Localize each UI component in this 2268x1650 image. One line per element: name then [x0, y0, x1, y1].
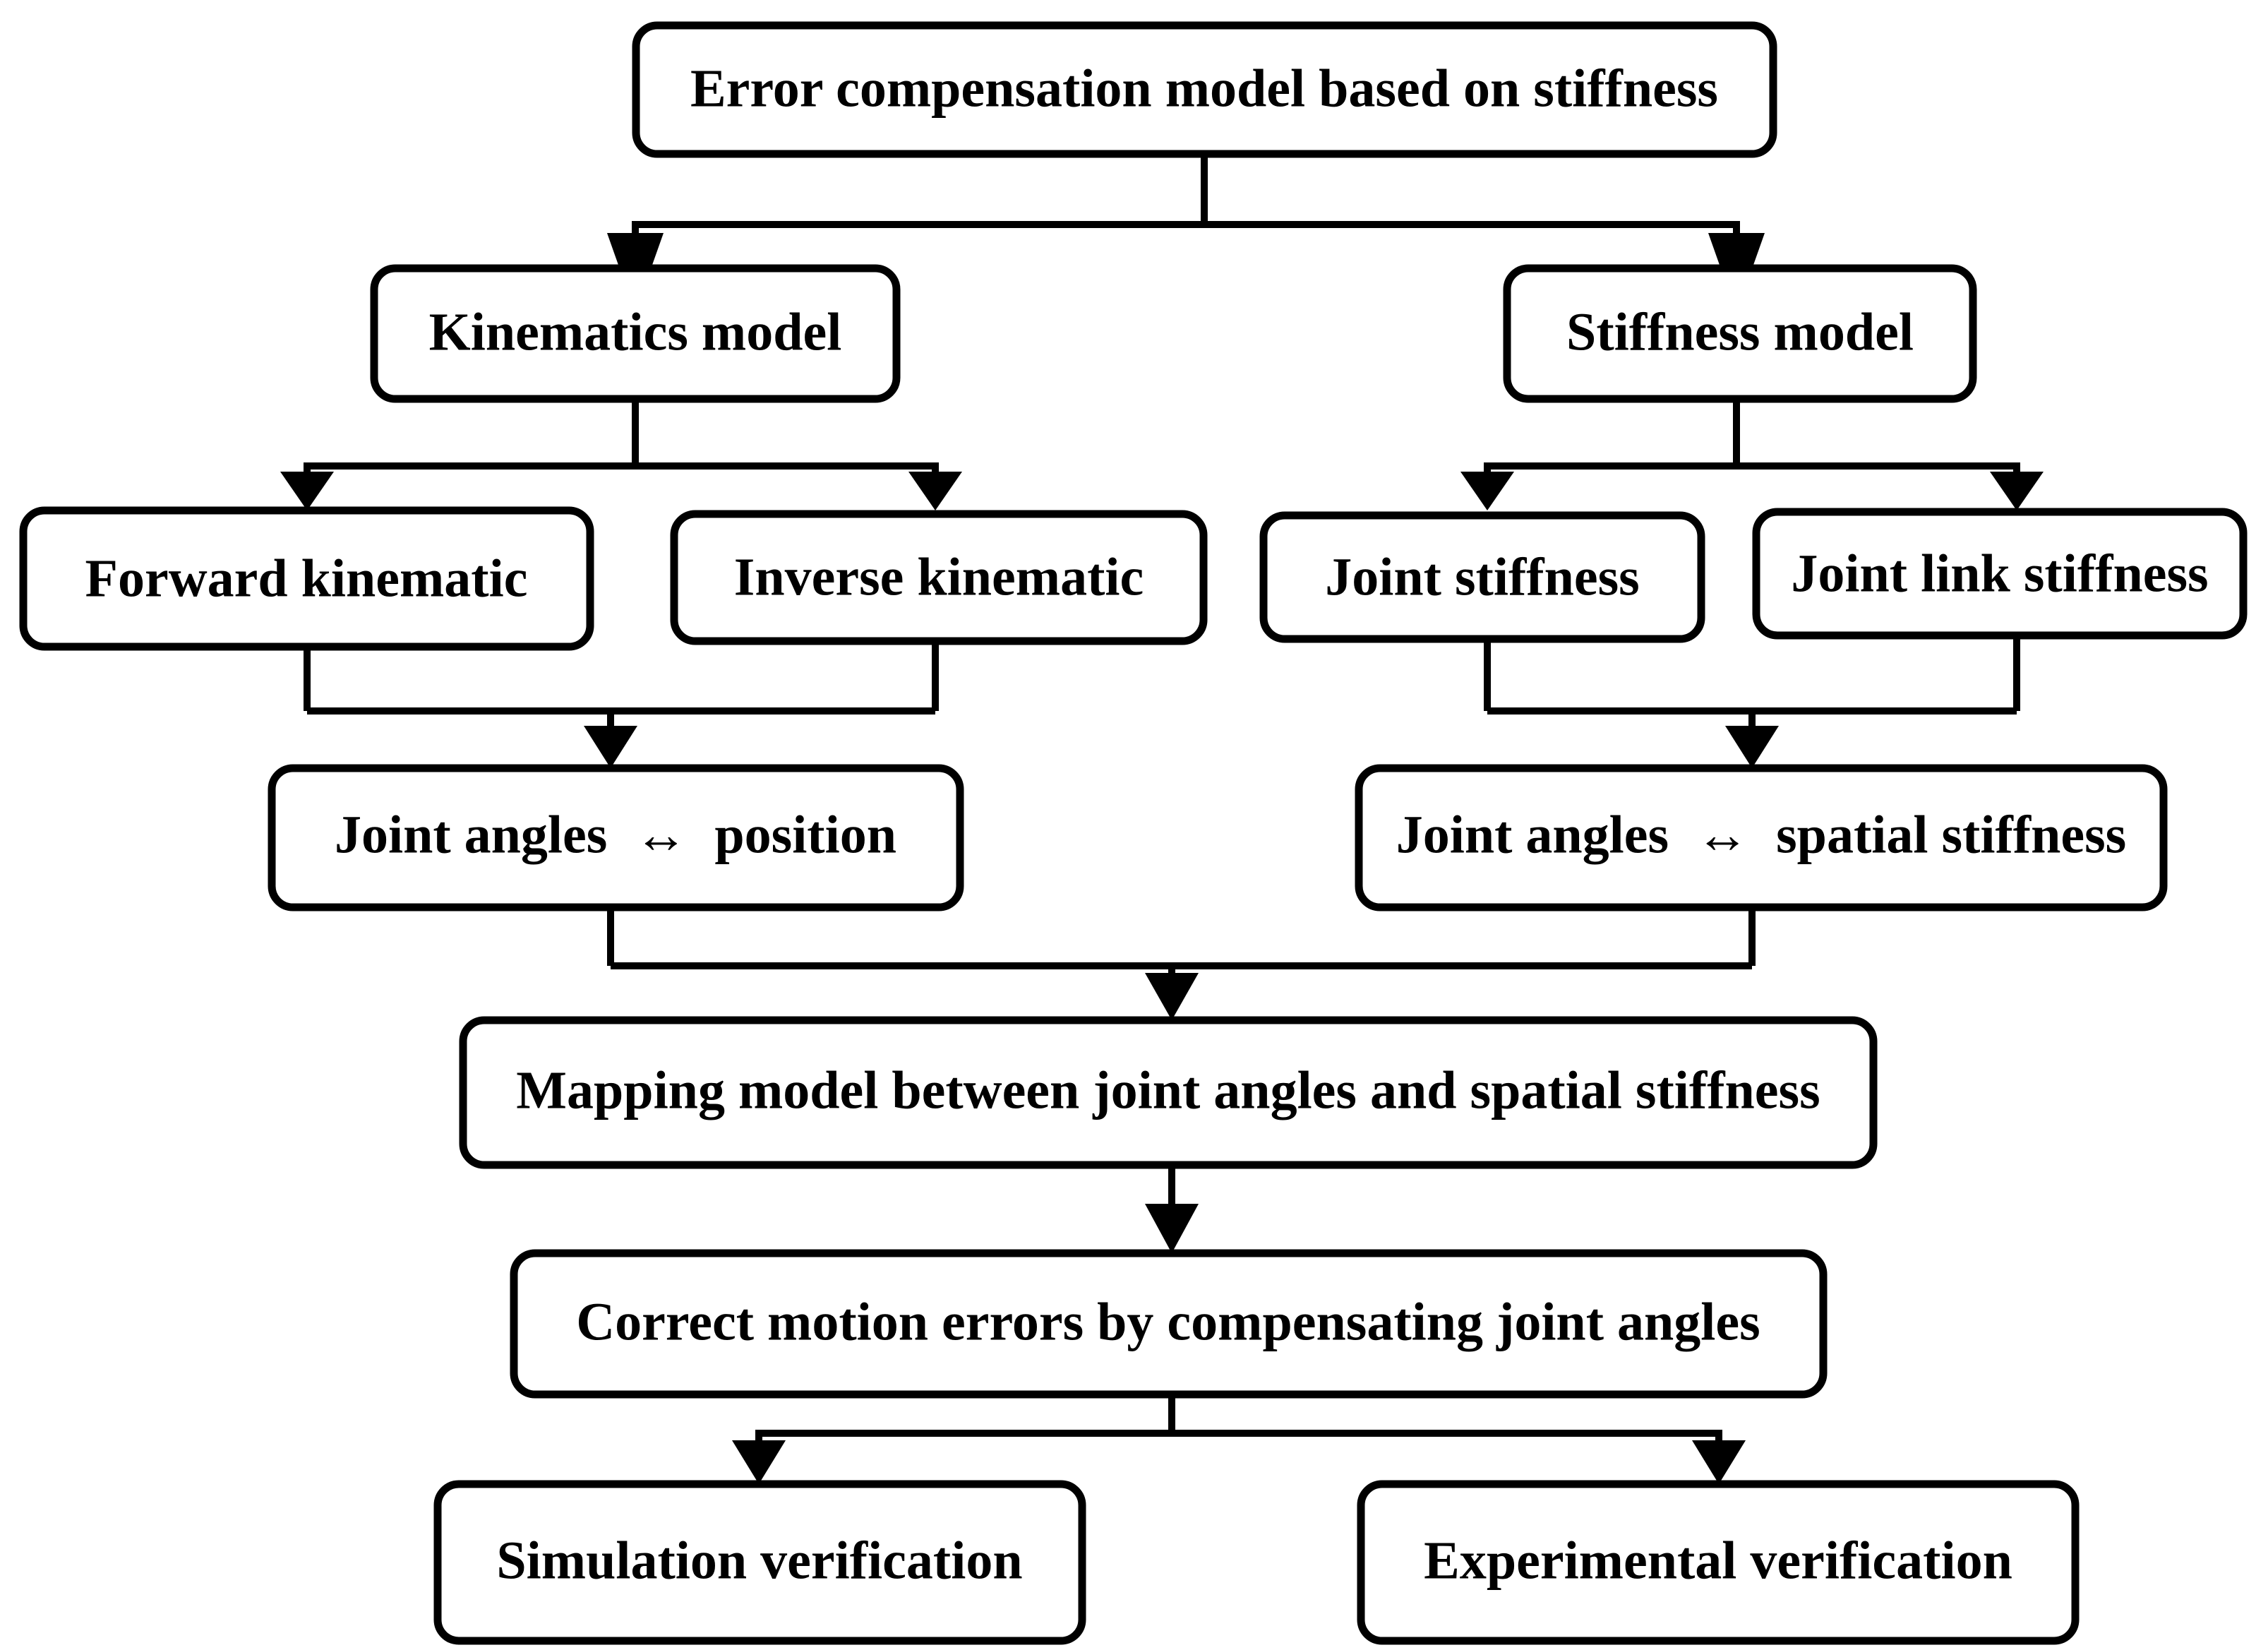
arrowhead-to-simulation-verification	[732, 1440, 786, 1484]
node-label-joint-link-stiffness: Joint link stiffness	[1791, 544, 2208, 603]
node-label-stiffness-model: Stiffness model	[1566, 302, 1914, 361]
node-simulation-verification[interactable]: Simulation verification	[433, 1480, 1086, 1645]
node-box-simulation-verification[interactable]	[433, 1480, 1086, 1645]
node-label-joint-angles-spatial-stiffness: Joint angles ↔ spatial stiffness	[1396, 805, 2127, 864]
node-box-experimental-verification[interactable]	[1357, 1480, 2080, 1645]
node-joint-angles-spatial-stiffness[interactable]: Joint angles ↔ spatial stiffness	[1355, 764, 2168, 911]
arrowhead-to-forward-kinematic	[280, 472, 334, 510]
node-kinematics-model[interactable]: Kinematics model	[370, 264, 901, 403]
arrowhead-to-joint-angles-spatial	[1725, 726, 1779, 768]
arrowhead-to-experimental-verification	[1692, 1440, 1746, 1484]
arrowhead-to-joint-stiffness	[1460, 472, 1514, 510]
node-box-joint-angles-position[interactable]	[268, 764, 964, 911]
node-label-joint-stiffness: Joint stiffness	[1325, 547, 1639, 606]
node-box-kinematics-model[interactable]	[370, 264, 901, 403]
node-joint-stiffness[interactable]: Joint stiffness	[1259, 511, 1705, 643]
node-box-stiffness-model[interactable]	[1503, 264, 1977, 403]
node-stiffness-model[interactable]: Stiffness model	[1503, 264, 1977, 403]
node-correct-motion-errors[interactable]: Correct motion errors by compensating jo…	[510, 1249, 1828, 1399]
node-box-correct-motion-errors[interactable]	[510, 1249, 1828, 1399]
node-label-experimental-verification: Experimental verification	[1424, 1531, 2012, 1590]
arrowhead-to-inverse-kinematic	[908, 472, 962, 510]
node-inverse-kinematic[interactable]: Inverse kinematic	[670, 510, 1208, 645]
arrowhead-to-mapping-model	[1145, 973, 1199, 1020]
arrowhead-to-joint-angles-position	[584, 726, 637, 768]
arrowhead-to-joint-link-stiffness	[1990, 472, 2044, 510]
arrowhead-to-correct-motion-errors	[1145, 1204, 1199, 1253]
node-label-mapping-model: Mapping model between joint angles and s…	[516, 1060, 1820, 1120]
node-experimental-verification[interactable]: Experimental verification	[1357, 1480, 2080, 1645]
node-forward-kinematic[interactable]: Forward kinematic	[19, 506, 594, 651]
node-box-joint-angles-spatial-stiffness[interactable]	[1355, 764, 2168, 911]
node-box-mapping-model[interactable]	[459, 1016, 1878, 1169]
node-mapping-model[interactable]: Mapping model between joint angles and s…	[459, 1016, 1878, 1169]
node-label-inverse-kinematic: Inverse kinematic	[734, 547, 1144, 606]
node-error-compensation-model[interactable]: Error compensation model based on stiffn…	[632, 21, 1777, 158]
node-label-root: Error compensation model based on stiffn…	[690, 59, 1718, 118]
node-joint-angles-position[interactable]: Joint angles ↔ position	[268, 764, 964, 911]
node-box-joint-stiffness[interactable]	[1259, 511, 1705, 643]
node-box-root[interactable]	[632, 21, 1777, 158]
node-joint-link-stiffness[interactable]: Joint link stiffness	[1752, 508, 2248, 640]
node-label-forward-kinematic: Forward kinematic	[85, 549, 528, 608]
node-label-kinematics-model: Kinematics model	[429, 302, 842, 361]
node-label-correct-motion-errors: Correct motion errors by compensating jo…	[576, 1292, 1760, 1351]
node-box-inverse-kinematic[interactable]	[670, 510, 1208, 645]
node-label-simulation-verification: Simulation verification	[496, 1531, 1022, 1590]
node-box-forward-kinematic[interactable]	[19, 506, 594, 651]
node-label-joint-angles-position: Joint angles ↔ position	[335, 805, 896, 864]
node-box-joint-link-stiffness[interactable]	[1752, 508, 2248, 640]
